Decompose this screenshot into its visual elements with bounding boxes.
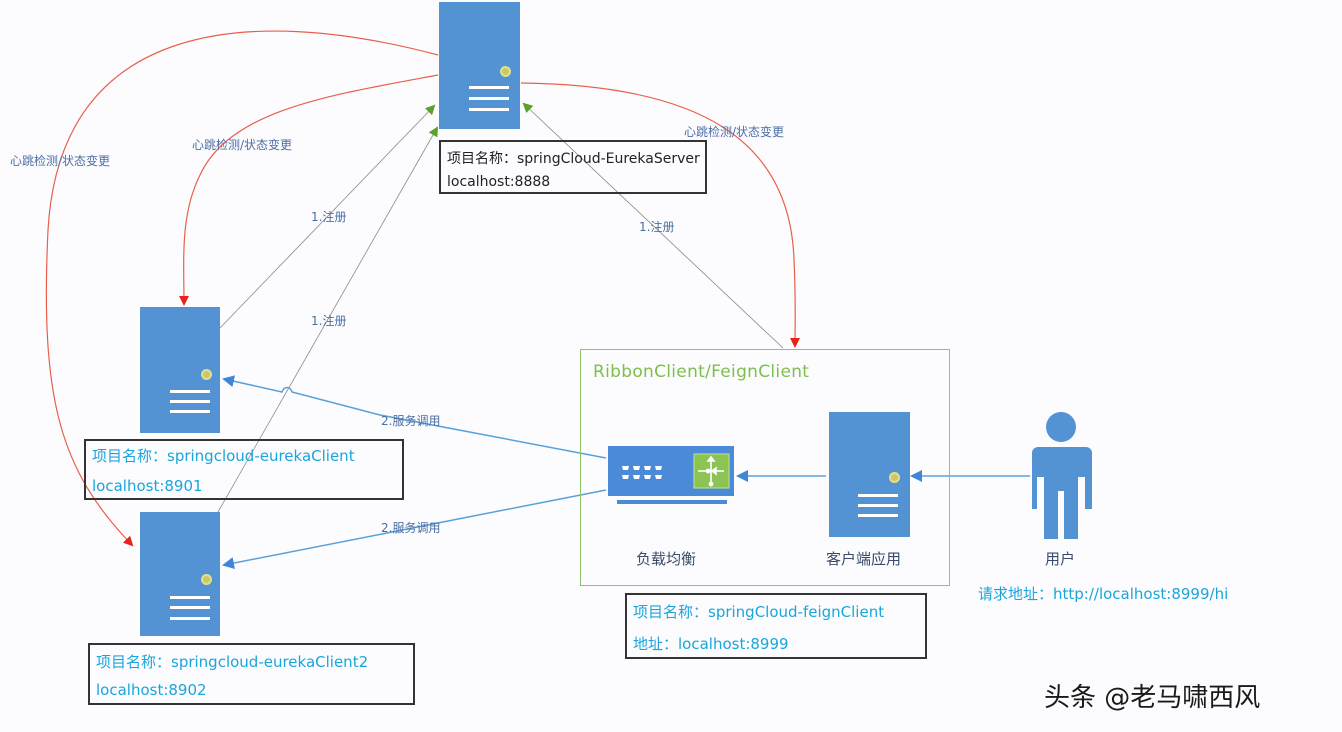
eureka-server-name: 项目名称：springCloud-EurekaServer bbox=[447, 151, 700, 167]
server-vent bbox=[170, 596, 210, 599]
server-vent bbox=[170, 606, 210, 609]
eureka-server-info-box: 项目名称：springCloud-EurekaServer localhost:… bbox=[439, 140, 707, 194]
eureka-client1-name: 项目名称：springcloud-eurekaClient bbox=[92, 447, 355, 465]
user-icon bbox=[1032, 412, 1092, 539]
server-vent bbox=[858, 494, 898, 497]
server-vent bbox=[469, 108, 509, 111]
edge-label-heartbeat-left-outer: 心跳检测/状态变更 bbox=[10, 154, 111, 168]
eureka-client1-address: localhost:8901 bbox=[92, 477, 203, 495]
server-vent bbox=[469, 97, 509, 100]
edge-label-heartbeat-right: 心跳检测/状态变更 bbox=[684, 125, 785, 139]
server-led bbox=[201, 369, 212, 380]
server-led bbox=[889, 472, 900, 483]
feign-client-group bbox=[580, 349, 950, 586]
server-vent bbox=[170, 617, 210, 620]
register-edge-client2 bbox=[217, 126, 438, 513]
invoke-edge-client2 bbox=[222, 489, 607, 569]
feign-client-group-title: RibbonClient/FeignClient bbox=[593, 362, 810, 382]
register-edge-client1 bbox=[219, 104, 436, 329]
server-led bbox=[500, 66, 511, 77]
edge-label-invoke-client1: 2.服务调用 bbox=[381, 414, 441, 428]
eureka-server-icon bbox=[439, 2, 520, 129]
load-balancer-label: 负载均衡 bbox=[636, 550, 697, 568]
heartbeat-edge-client2 bbox=[45, 30, 439, 547]
edge-label-invoke-client2: 2.服务调用 bbox=[381, 521, 441, 535]
user-label: 用户 bbox=[1045, 550, 1076, 568]
eureka-client2-info-box: 项目名称：springcloud-eurekaClient2 localhost… bbox=[88, 643, 415, 705]
feign-client-name: 项目名称：springCloud-feignClient bbox=[633, 603, 885, 621]
server-vent bbox=[170, 400, 210, 403]
server-led bbox=[201, 574, 212, 585]
heartbeat-edge-feign bbox=[520, 82, 801, 348]
server-vent bbox=[170, 410, 210, 413]
server-vent bbox=[469, 86, 509, 89]
edge-label-register-client2: 1.注册 bbox=[311, 314, 347, 328]
server-vent bbox=[170, 390, 210, 393]
client-app-label: 客户端应用 bbox=[826, 550, 902, 568]
server-vent bbox=[858, 514, 898, 517]
eureka-client2-icon bbox=[140, 512, 220, 636]
eureka-client1-info-box: 项目名称：springcloud-eurekaClient localhost:… bbox=[84, 439, 404, 500]
register-edge-feign bbox=[522, 102, 784, 349]
heartbeat-edge-client1 bbox=[178, 74, 439, 306]
watermark: 头条 @老马啸西风 bbox=[1044, 683, 1261, 713]
feign-client-info-box: 项目名称：springCloud-feignClient 地址：localhos… bbox=[625, 593, 927, 659]
edge-label-register-feign: 1.注册 bbox=[639, 220, 675, 234]
user-request-address: 请求地址：http://localhost:8999/hi bbox=[978, 585, 1229, 603]
edge-label-register-client1: 1.注册 bbox=[311, 210, 347, 224]
eureka-server-address: localhost:8888 bbox=[447, 174, 551, 190]
eureka-client2-address: localhost:8902 bbox=[96, 681, 207, 699]
eureka-client1-icon bbox=[140, 307, 220, 433]
load-balancer-icon bbox=[608, 446, 734, 504]
invoke-edge-client1 bbox=[222, 375, 607, 459]
edge-label-heartbeat-left-inner: 心跳检测/状态变更 bbox=[192, 138, 293, 152]
eureka-client2-name: 项目名称：springcloud-eurekaClient2 bbox=[96, 653, 369, 671]
server-vent bbox=[858, 504, 898, 507]
client-app-icon bbox=[829, 412, 910, 537]
feign-client-address: 地址：localhost:8999 bbox=[633, 635, 789, 653]
